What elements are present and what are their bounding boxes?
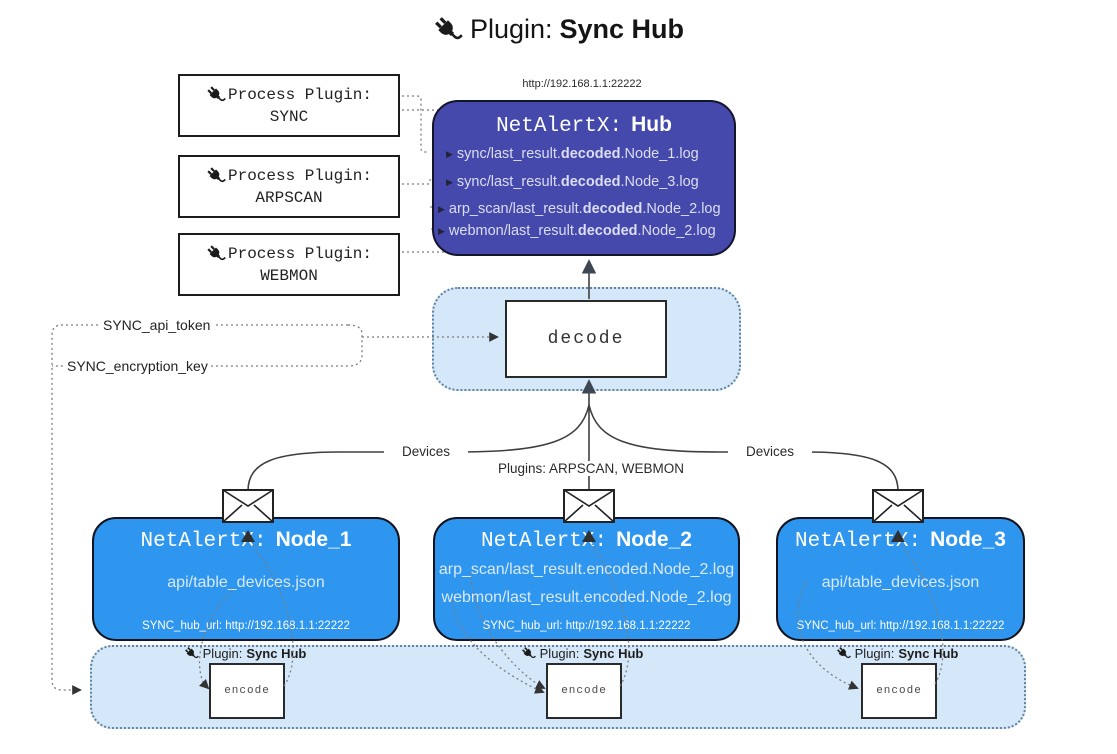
- process-plugin-sync: Process Plugin: SYNC: [178, 74, 400, 137]
- node-file: api/table_devices.json: [167, 574, 325, 591]
- log-pre: arp_scan/last_result.: [448, 201, 583, 217]
- log-pre: webmon/last_result.: [448, 223, 578, 239]
- hub-box: NetAlertX:Hub ▶ sync/last_result.decoded…: [432, 100, 736, 256]
- node-title-name: Node_1: [275, 528, 352, 551]
- encoder-label: Plugin: Sync Hub: [135, 646, 355, 661]
- process-plugin-label: Process Plugin:: [227, 245, 373, 263]
- process-plugin-label: Process Plugin:: [227, 86, 373, 104]
- node-2-box: NetAlertX: Node_2 arp_scan/last_result.en…: [433, 517, 740, 641]
- hub-log-line: ▶ webmon/last_result.decoded.Node_2.log: [436, 220, 732, 242]
- plug-icon: [433, 15, 463, 45]
- encode-box: encode: [861, 663, 937, 719]
- encoder-plugin-name: Sync Hub: [246, 646, 307, 661]
- encoder-plugin-prefix: Plugin:: [202, 646, 243, 661]
- node-file: webmon/last_result.encoded.Node_2.log: [441, 589, 732, 606]
- node-title-prefix: NetAlertX:: [481, 530, 608, 553]
- page-title: Plugin: Sync Hub: [0, 14, 1117, 45]
- plug-icon: [206, 244, 226, 264]
- hub-log-text: webmon/last_result.decoded.Node_2.log: [449, 223, 716, 239]
- envelope-icon: [563, 489, 615, 523]
- log-post: .Node_3.log: [620, 174, 699, 190]
- node-title: NetAlertX: Node_1: [94, 528, 398, 553]
- log-bold: decoded: [577, 223, 638, 239]
- decode-box: decode: [505, 300, 667, 378]
- log-pre: sync/last_result.: [456, 174, 561, 190]
- node-1-box: NetAlertX:Node_1 api/table_devices.json …: [92, 517, 400, 641]
- log-bold: decoded: [582, 201, 643, 217]
- plug-icon: [521, 646, 536, 661]
- process-plugin-label: Process Plugin:: [227, 167, 373, 185]
- process-plugin-sync-row: Process Plugin:: [206, 85, 372, 105]
- devices-label-left: Devices: [384, 444, 468, 459]
- process-plugin-name: WEBMON: [260, 267, 318, 285]
- arrow-right-icon: ▶: [446, 148, 453, 159]
- encode-box: encode: [209, 663, 285, 719]
- node-hub-url: SYNC_hub_url: http://192.168.1.1:22222: [142, 620, 350, 632]
- node-file: api/table_devices.json: [821, 574, 980, 591]
- hub-log-text: sync/last_result.decoded.Node_1.log: [457, 146, 699, 162]
- decode-panel: decode: [432, 287, 741, 391]
- node-title: NetAlertX: Node_2: [435, 528, 738, 553]
- encoder-plugin-prefix: Plugin:: [539, 646, 580, 661]
- sync-encryption-key-label: SYNC_encryption_key: [64, 358, 211, 374]
- plug-icon: [206, 166, 226, 186]
- log-post: .Node_2.log: [637, 223, 716, 239]
- hub-log-text: arp_scan/last_result.decoded.Node_2.log: [449, 201, 721, 217]
- plug-icon: [206, 85, 226, 105]
- process-plugin-webmon-row: Process Plugin:: [206, 244, 372, 264]
- process-plugin-arpscan: Process Plugin: ARPSCAN: [178, 155, 400, 218]
- hub-url-label: http://192.168.1.1:22222: [522, 78, 642, 90]
- envelope-icon: [222, 489, 274, 523]
- hub-log-text: sync/last_result.decoded.Node_3.log: [457, 174, 699, 190]
- encoder-label: Plugin: Sync Hub: [787, 646, 1007, 661]
- process-plugin-name: SYNC: [269, 108, 309, 126]
- node-3-box: NetAlertX:Node_3 api/table_devices.json …: [776, 517, 1025, 641]
- devices-label-right: Devices: [728, 444, 812, 459]
- node-hub-url: SYNC_hub_url: http://192.168.1.1:22222: [796, 620, 1005, 632]
- hub-log-line: ▶ sync/last_result.decoded.Node_1.log: [436, 143, 732, 165]
- log-pre: sync/last_result.: [456, 146, 561, 162]
- encoder-plugin-name: Sync Hub: [898, 646, 959, 661]
- node-title-prefix: NetAlertX:: [140, 530, 267, 553]
- process-plugin-name: ARPSCAN: [255, 189, 323, 207]
- title-name: Sync Hub: [559, 14, 685, 44]
- node-hub-url: SYNC_hub_url: http://192.168.1.1:22222: [482, 620, 691, 632]
- log-bold: decoded: [560, 146, 621, 162]
- log-post: .Node_1.log: [620, 146, 699, 162]
- plug-icon: [836, 646, 851, 661]
- log-post: .Node_2.log: [642, 201, 721, 217]
- node-file: arp_scan/last_result.encoded.Node_2.log: [438, 561, 735, 578]
- encoder-plugin-name: Sync Hub: [583, 646, 644, 661]
- log-bold: decoded: [560, 174, 621, 190]
- hub-log-line: ▶ arp_scan/last_result.decoded.Node_2.lo…: [436, 198, 732, 220]
- title-prefix: Plugin:: [469, 14, 553, 44]
- node-title: NetAlertX: Node_3: [778, 528, 1023, 553]
- node-title-prefix: NetAlertX:: [795, 530, 922, 553]
- hub-log-line: ▶ sync/last_result.decoded.Node_3.log: [436, 171, 732, 193]
- plugins-label-center: Plugins: ARPSCAN, WEBMON: [487, 461, 695, 476]
- hub-title-name: Hub: [631, 113, 672, 136]
- hub-title: NetAlertX: Hub: [434, 113, 734, 138]
- encoder-label: Plugin: Sync Hub: [472, 646, 692, 661]
- hub-title-prefix: NetAlertX:: [496, 115, 623, 138]
- process-plugin-arpscan-row: Process Plugin:: [206, 166, 372, 186]
- encode-box: encode: [546, 663, 622, 719]
- arrow-right-icon: ▶: [438, 225, 445, 236]
- edge-sync-to-log1: [397, 95, 429, 153]
- plug-icon: [184, 646, 199, 661]
- sync-api-token-label: SYNC_api_token: [100, 317, 214, 333]
- encoder-plugin-prefix: Plugin:: [854, 646, 895, 661]
- node-title-name: Node_3: [930, 528, 1006, 551]
- arrow-right-icon: ▶: [438, 203, 445, 214]
- envelope-icon: [872, 489, 924, 523]
- process-plugin-webmon: Process Plugin: WEBMON: [178, 233, 400, 296]
- arrow-right-icon: ▶: [446, 176, 453, 187]
- node-title-name: Node_2: [616, 528, 692, 551]
